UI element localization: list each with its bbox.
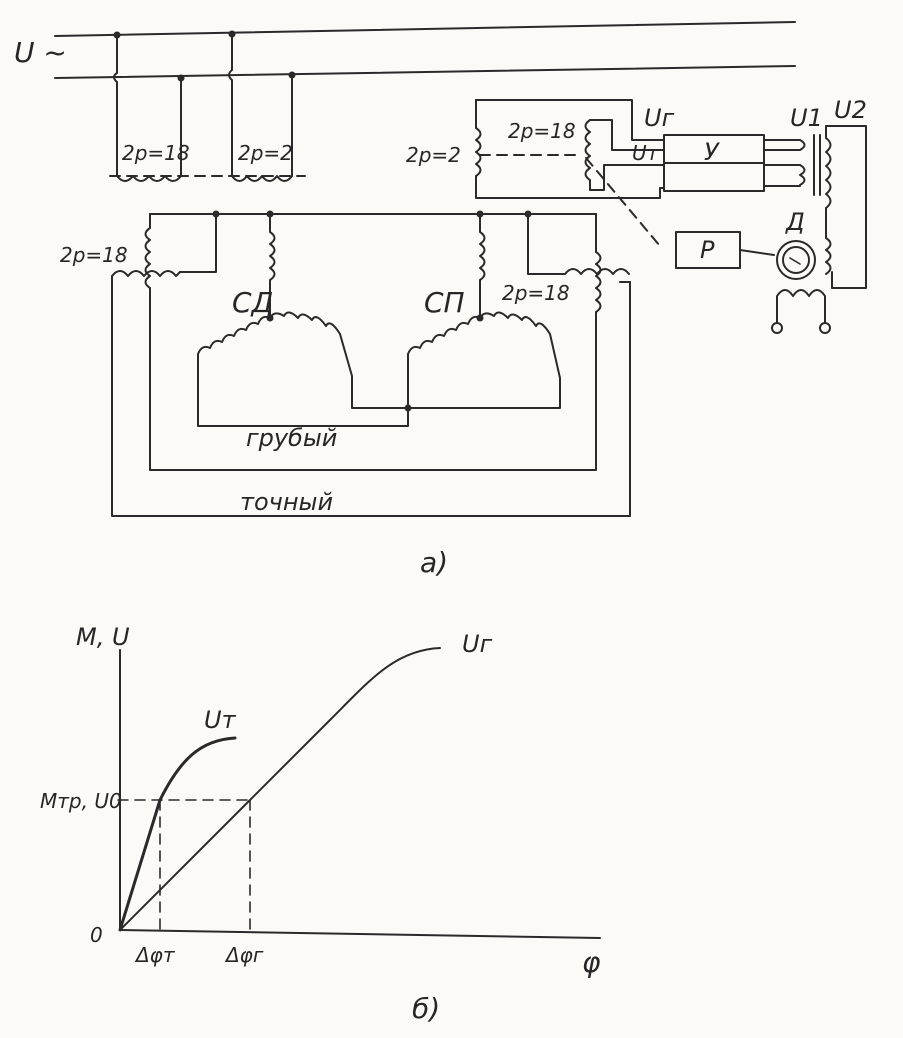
curve-coarse — [119, 647, 441, 931]
coarse-channel-label: грубый — [246, 424, 337, 452]
x-axis-label: φ — [582, 946, 601, 979]
label-ug: Uг — [644, 104, 675, 132]
supply-label: U ~ — [14, 36, 67, 69]
graph-guides — [117, 799, 251, 933]
label-u2: U2 — [834, 96, 867, 124]
amplifier-block — [663, 125, 867, 289]
threshold-label: Mтр, U0 — [40, 789, 122, 813]
receiver-windings — [475, 99, 665, 199]
dphi-coarse-label: Δφг — [224, 943, 264, 967]
fine-channel-label: точный — [240, 488, 333, 516]
caption-a: а) — [420, 546, 448, 579]
supply-lines — [54, 21, 796, 79]
winding-label-2p2-right: 2p=2 — [406, 143, 461, 167]
selsyn-transmitter-label: СД — [232, 286, 273, 319]
label-ut: Uт — [632, 141, 660, 165]
graph-axes — [119, 649, 601, 939]
curve-coarse-label: Uг — [462, 630, 493, 658]
selsyn-receiver-label: СП — [424, 286, 465, 319]
relay-label: Р — [700, 236, 715, 264]
dphi-fine-label: Δφт — [134, 943, 176, 967]
winding-label-2p18-left: 2p=18 — [60, 243, 128, 267]
origin-label: 0 — [90, 923, 103, 947]
motor-label: Д — [785, 208, 805, 236]
caption-b: б) — [412, 992, 440, 1025]
supply-taps — [113, 30, 296, 177]
winding-label-2p18-top: 2p=18 — [122, 141, 190, 165]
excitation-windings-top — [109, 175, 306, 182]
curve-fine — [118, 736, 237, 932]
label-u1: U1 — [790, 104, 823, 132]
selsyn-frame — [111, 210, 631, 517]
y-axis-label: M, U — [76, 623, 130, 651]
amplifier-label: У — [704, 138, 720, 166]
winding-label-2p2-top: 2p=2 — [238, 141, 293, 165]
curve-fine-label: Uт — [204, 706, 237, 734]
selsyn-stators — [197, 213, 561, 427]
relay-motor — [585, 157, 831, 334]
winding-label-2p18-mid: 2p=18 — [502, 281, 570, 305]
winding-label-2p18-right: 2p=18 — [508, 119, 576, 143]
